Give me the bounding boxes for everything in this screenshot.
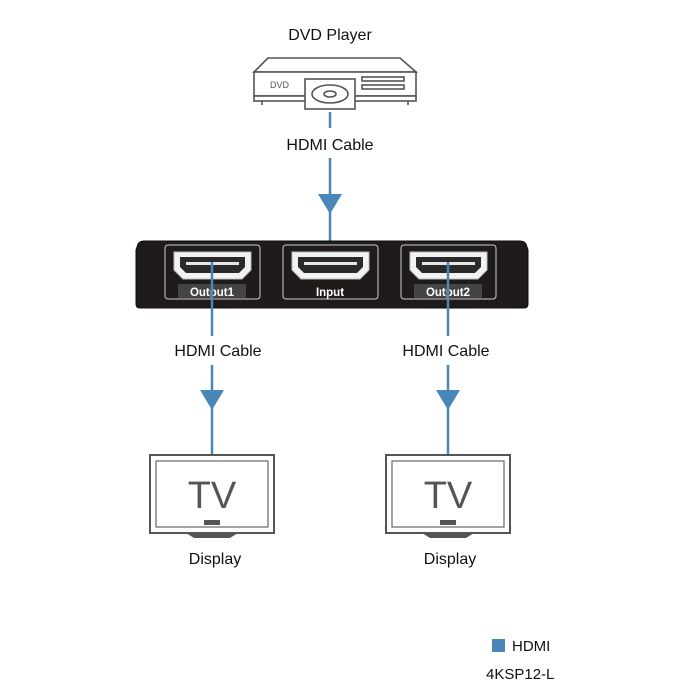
port-output2 <box>400 244 497 300</box>
input-cable <box>318 112 342 250</box>
output1-arrow-icon <box>200 390 224 410</box>
output2-cable-label: HDMI Cable <box>402 343 489 360</box>
output2-cable <box>436 262 460 458</box>
output1-cable <box>200 262 224 458</box>
model-number: 4KSP12-L <box>486 666 554 683</box>
legend-swatch <box>492 639 505 652</box>
port-input <box>282 244 379 300</box>
legend-label: HDMI <box>512 638 550 655</box>
tv-stand-icon <box>422 533 474 538</box>
tv2-caption: Display <box>424 551 476 568</box>
input-cable-label: HDMI Cable <box>286 137 373 154</box>
tv1-screen-text: TV <box>188 475 237 517</box>
dvd-player-icon <box>252 57 419 110</box>
output1-cable-label: HDMI Cable <box>174 343 261 360</box>
tv2-screen-text: TV <box>424 475 473 517</box>
port-input-label: Input <box>316 287 344 299</box>
tv-stand-icon <box>186 533 238 538</box>
input-arrow-icon <box>318 194 342 214</box>
dvd-body-label: DVD <box>270 80 290 90</box>
tv-display-2 <box>385 454 511 538</box>
tv1-caption: Display <box>189 551 241 568</box>
output2-arrow-icon <box>436 390 460 410</box>
dvd-player-title: DVD Player <box>288 27 372 44</box>
tv-display-1 <box>149 454 275 538</box>
